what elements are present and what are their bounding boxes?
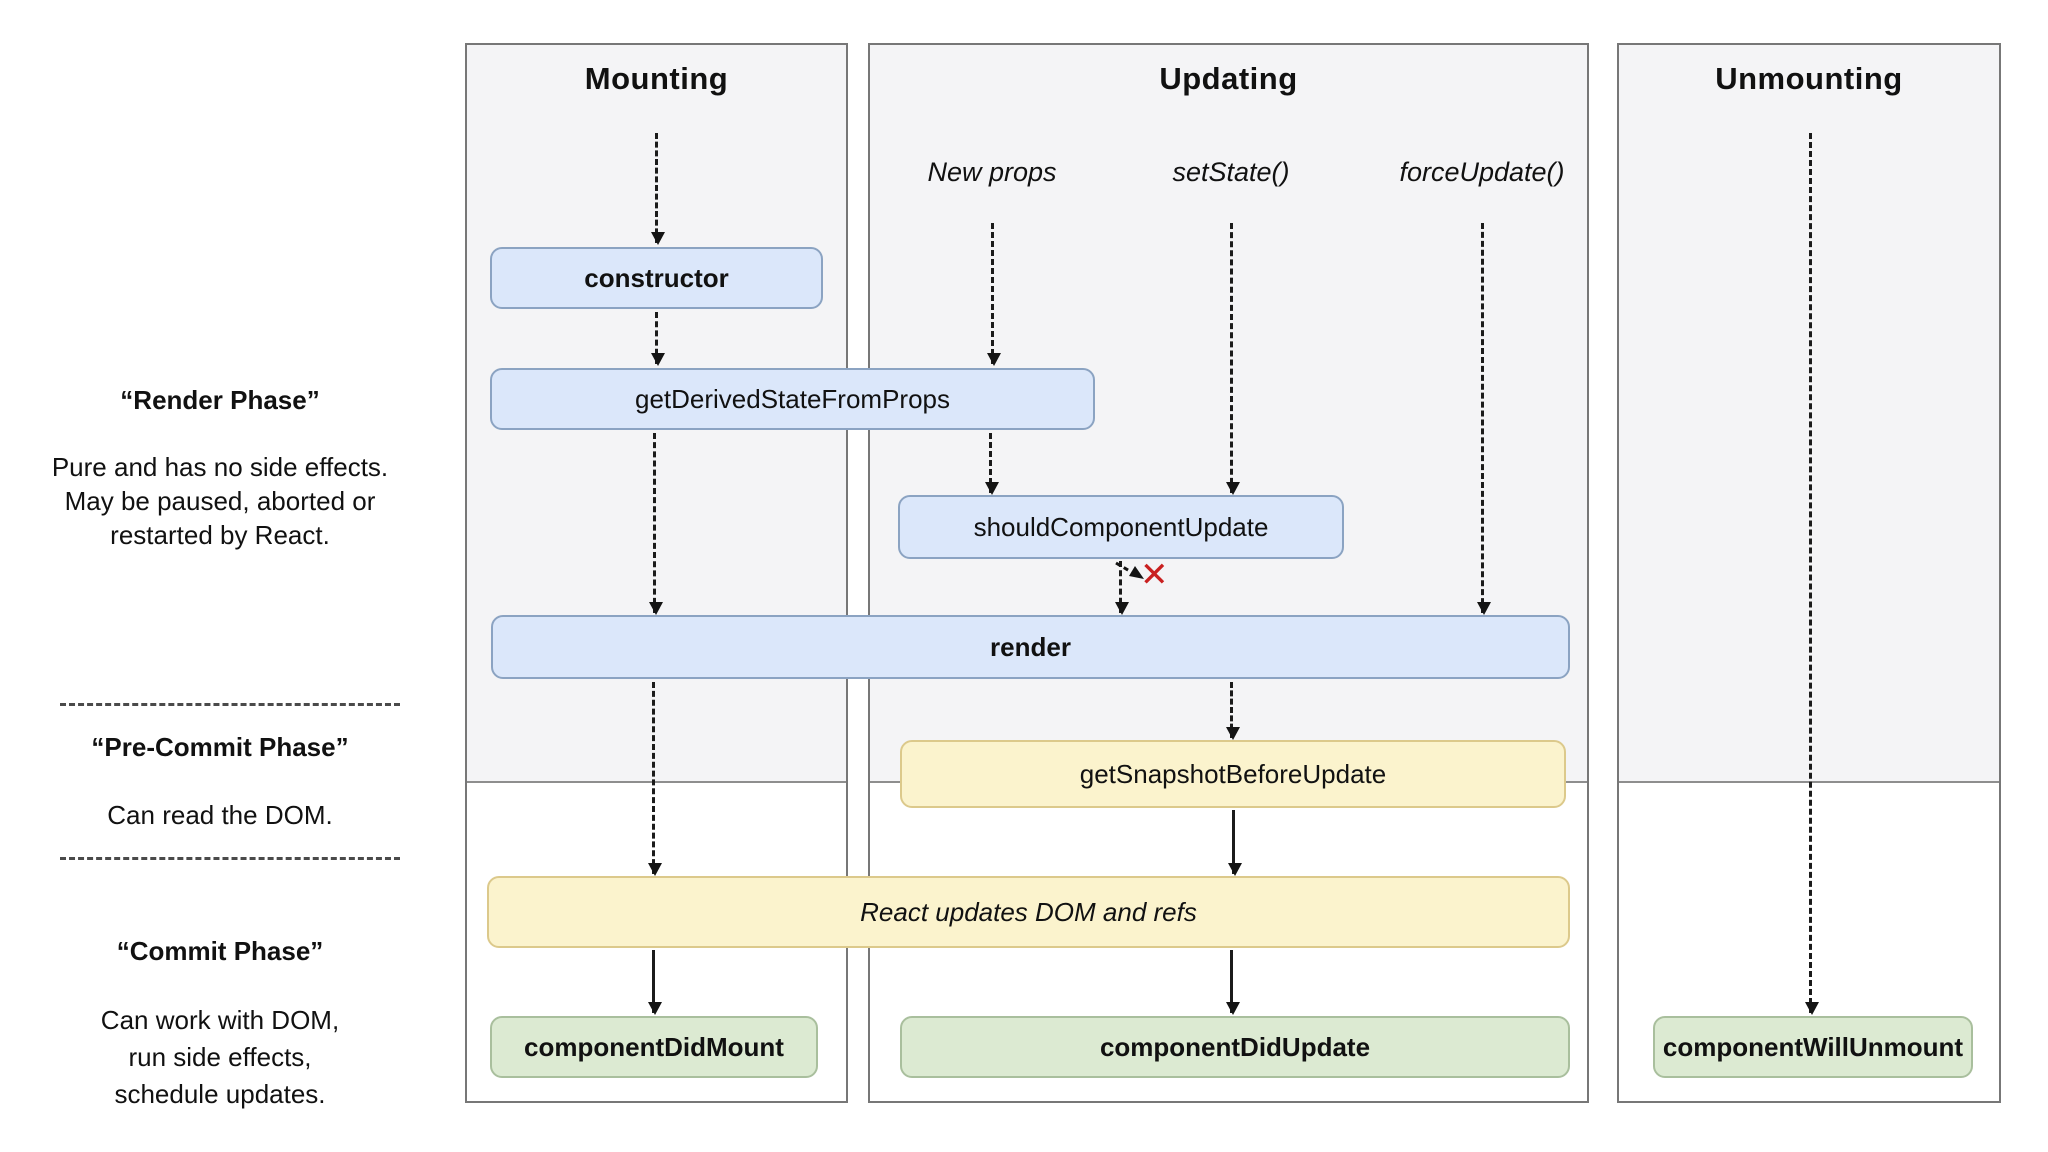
arrow-gdsfp-to-render-mount xyxy=(649,433,663,615)
phase-body-line: run side effects, xyxy=(128,1042,312,1072)
arrow-render-to-domupdate xyxy=(648,682,662,876)
phase-separator xyxy=(60,857,400,860)
phase-body-line: Can work with DOM, xyxy=(100,1005,340,1035)
node-component-did-mount: componentDidMount xyxy=(490,1016,818,1078)
arrow-mount-start xyxy=(651,133,665,245)
phase-note-render-title: “Render Phase” xyxy=(20,385,420,416)
arrow-setstate-to-scu xyxy=(1226,223,1240,495)
trigger-new-props: New props xyxy=(927,157,1057,187)
arrow-domupdate-to-didmount xyxy=(648,950,662,1015)
node-component-will-unmount: componentWillUnmount xyxy=(1653,1016,1973,1078)
node-get-snapshot-before-update: getSnapshotBeforeUpdate xyxy=(900,740,1566,808)
phase-note-precommit-title: “Pre-Commit Phase” xyxy=(20,732,420,763)
phase-title: “Commit Phase” xyxy=(116,936,324,966)
node-constructor: constructor xyxy=(490,247,823,309)
arrow-gsbu-to-domupdate xyxy=(1228,810,1242,876)
phase-note-precommit-body: Can read the DOM. xyxy=(20,798,420,832)
phase-note-commit-title: “Commit Phase” xyxy=(20,936,420,967)
phase-note-render-body: Pure and has no side effects. May be pau… xyxy=(20,450,420,552)
column-title: Unmounting xyxy=(1715,61,1903,96)
node-component-did-update: componentDidUpdate xyxy=(900,1016,1570,1078)
phase-body-line: restarted by React. xyxy=(110,520,330,550)
node-render: render xyxy=(491,615,1570,679)
phase-body-line: Pure and has no side effects. xyxy=(51,452,389,482)
arrow-scu-to-render xyxy=(1115,561,1129,615)
arrow-gdsfp-to-scu xyxy=(985,433,999,495)
skip-update-x-icon: ✕ xyxy=(1140,556,1169,594)
column-title: Updating xyxy=(1159,61,1298,96)
arrow-new-props-to-gdsfp xyxy=(987,223,1001,366)
arrow-unmount-to-willunmount xyxy=(1805,133,1819,1015)
column-title: Mounting xyxy=(584,61,729,96)
node-get-derived-state-from-props: getDerivedStateFromProps xyxy=(490,368,1095,430)
trigger-force-update: forceUpdate() xyxy=(1399,157,1565,187)
arrow-constructor-to-gdsfp xyxy=(651,312,665,366)
node-should-component-update: shouldComponentUpdate xyxy=(898,495,1344,559)
phase-body-line: schedule updates. xyxy=(114,1079,326,1109)
phase-title: “Pre-Commit Phase” xyxy=(91,732,349,762)
arrow-render-to-gsbu xyxy=(1226,682,1240,740)
node-react-updates-dom: React updates DOM and refs xyxy=(487,876,1570,948)
trigger-set-state: setState() xyxy=(1172,157,1290,187)
phase-body-line: May be paused, aborted or xyxy=(64,486,376,516)
arrow-domupdate-to-didupdate xyxy=(1226,950,1240,1015)
skip-render-branch-arrow xyxy=(1115,561,1144,579)
phase-note-commit-body: Can work with DOM, run side effects, sch… xyxy=(20,1002,420,1113)
phase-title: “Render Phase” xyxy=(120,385,320,415)
arrow-forceupdate-to-render xyxy=(1477,223,1491,615)
phase-body-line: Can read the DOM. xyxy=(107,800,333,830)
phase-separator xyxy=(60,703,400,706)
